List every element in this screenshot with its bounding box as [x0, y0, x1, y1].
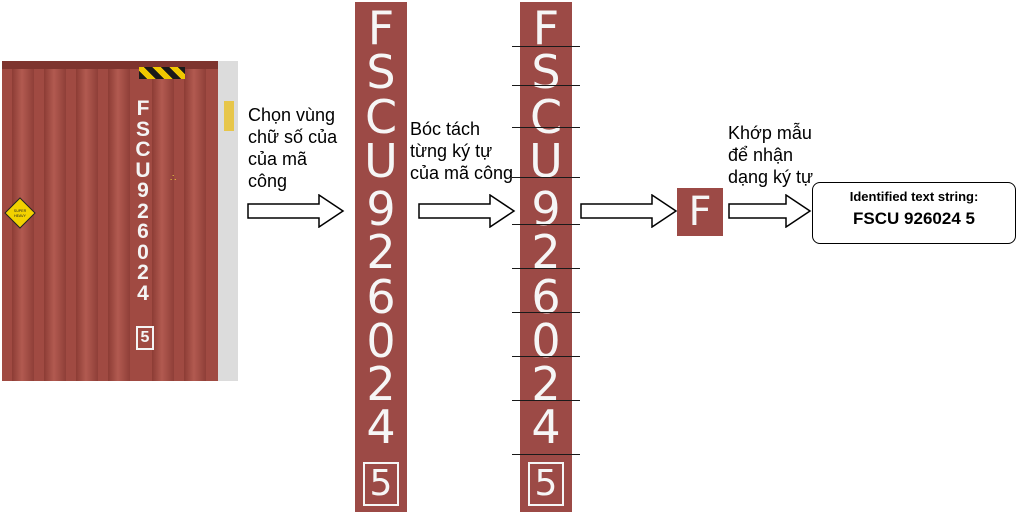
strip2-char: 4 — [531, 400, 561, 454]
photo-code-char: F — [136, 97, 150, 120]
step2-line: Bóc tách — [410, 119, 481, 139]
strip1-char: 6 — [366, 270, 396, 324]
strip2-check-digit: 5 — [528, 462, 564, 506]
segment-separator — [512, 85, 580, 86]
photo-container-code: F S C U 9 2 6 0 2 4 — [133, 97, 153, 305]
segment-separator — [512, 268, 580, 269]
step-label-template-match: Khớp mẫu để nhận dạng ký tự — [728, 122, 813, 188]
segment-separator — [512, 312, 580, 313]
arrow-right-icon — [580, 194, 678, 228]
step3-line: để nhận — [728, 145, 794, 165]
step1-line: của mã — [248, 149, 308, 169]
strip2-char: C — [529, 90, 563, 144]
single-character-sample: F — [677, 188, 723, 236]
photo-code-char: 2 — [137, 199, 149, 223]
strip1-char: C — [364, 90, 398, 144]
photo-code-char: 2 — [137, 261, 149, 284]
strip1-char: U — [364, 134, 398, 188]
photo-code-char: 4 — [137, 281, 149, 305]
segment-separator — [512, 46, 580, 47]
arrow-right-icon — [418, 194, 516, 228]
photo-code-char: C — [135, 138, 151, 161]
segment-separator — [512, 177, 580, 178]
strip1-char: 9 — [366, 182, 396, 236]
photo-check-digit: 5 — [136, 326, 154, 350]
step1-line: chữ số của — [248, 127, 338, 147]
photo-code-char: U — [135, 158, 151, 182]
segment-separator — [512, 356, 580, 357]
arrow-right-icon — [247, 194, 345, 228]
strip1-char: 2 — [366, 225, 396, 279]
strip1-check-digit: 5 — [363, 462, 399, 506]
step3-line: dạng ký tự — [728, 167, 814, 187]
hazard-stripe — [139, 67, 185, 79]
segment-separator — [512, 224, 580, 225]
step2-line: của mã công — [410, 163, 514, 183]
strip2-char: 6 — [531, 270, 561, 324]
strip1-char: F — [367, 2, 395, 55]
warning-sticker-icon: SUPER HEAVY — [4, 197, 36, 229]
strip1-char: 0 — [366, 314, 396, 368]
result-box: Identified text string: FSCU 926024 5 — [812, 182, 1016, 244]
photo-code-char: 0 — [137, 240, 149, 264]
strip2-char: S — [531, 45, 561, 99]
strip1-char: 2 — [366, 357, 396, 411]
strip2-char: F — [532, 2, 560, 55]
sticker-text-1: SUPER — [14, 209, 27, 213]
step1-line: Chọn vùng — [248, 105, 336, 125]
step1-line: công — [248, 171, 288, 191]
container-photo: SUPER HEAVY ∴ F S C U 9 2 6 0 2 4 5 — [2, 61, 238, 381]
photo-code-char: 6 — [137, 220, 149, 243]
step-label-select-region: Chọn vùng chữ số của của mã công — [248, 104, 337, 192]
strip1-char: 4 — [366, 400, 396, 454]
sticker-text-2: HEAVY — [14, 214, 27, 218]
strip2-char: 9 — [531, 182, 561, 236]
segmented-code-strip: F S C U 9 2 6 0 2 4 5 — [512, 2, 580, 512]
segment-separator — [512, 400, 580, 401]
strip1-char: S — [366, 45, 396, 99]
photo-code-char: S — [135, 117, 150, 141]
step-label-segment-chars: Bóc tách từng ký tự của mã công — [410, 118, 513, 184]
step3-line: Khớp mẫu — [728, 123, 812, 143]
segment-separator — [512, 127, 580, 128]
result-value: FSCU 926024 5 — [853, 209, 975, 228]
step2-line: từng ký tự — [410, 141, 493, 161]
strip2-char: 0 — [531, 314, 561, 368]
segment-separator — [512, 454, 580, 455]
arrow-right-icon — [728, 194, 812, 228]
photo-code-char: 9 — [137, 179, 149, 202]
cropped-code-strip: F S C U 9 2 6 0 2 4 5 — [355, 2, 407, 512]
result-caption: Identified text string: — [849, 189, 979, 204]
